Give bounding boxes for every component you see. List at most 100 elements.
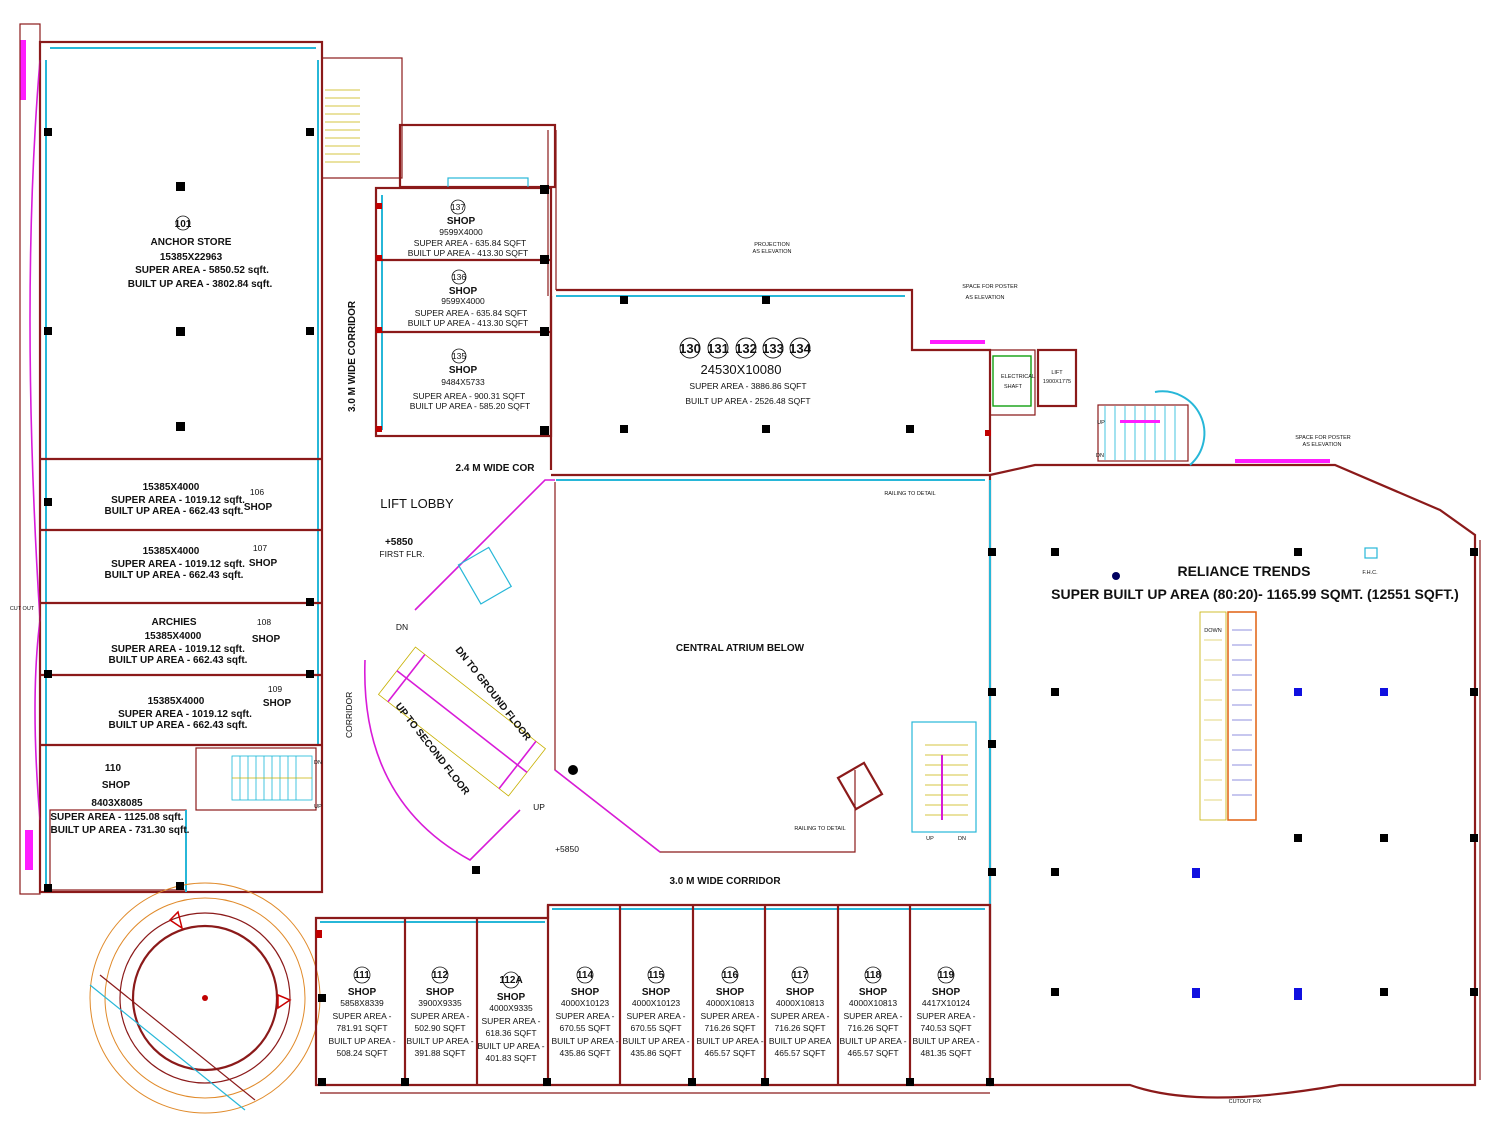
circular-ramp: [89, 882, 321, 1114]
escalator-down-label: DOWN: [1204, 628, 1221, 634]
room-106-name: SHOP: [244, 502, 273, 513]
room-135: 135 SHOP 9484X5733 SUPER AREA - 900.31 S…: [410, 348, 530, 411]
room-136-built: BUILT UP AREA - 413.30 SQFT: [408, 318, 528, 328]
shaft-label: SHAFT: [1004, 384, 1023, 390]
room-109-number: 109: [268, 684, 282, 694]
room-101-number-circle: [175, 215, 191, 231]
corridor-label: CORRIDOR: [344, 692, 354, 738]
shop-super-label: SUPER AREA -: [332, 1011, 391, 1021]
room-107-built: BUILT UP AREA - 662.43 sqft.: [105, 570, 244, 581]
room-130-number: 130: [679, 341, 701, 356]
room-108-number: 108: [257, 617, 271, 627]
shop-number-circle: [431, 966, 449, 984]
shop-dim: 4000X10813: [849, 998, 897, 1008]
shop-super-value: 502.90 SQFT: [414, 1023, 465, 1033]
room-106-number: 106: [250, 487, 264, 497]
room-110-number: 110: [105, 763, 122, 774]
room-108-dim: 15385X4000: [145, 631, 202, 642]
up-second-label: UP TO SECOND FLOOR: [393, 701, 472, 798]
room-101-dim: 15385X22963: [160, 252, 223, 263]
railing-2-label: RAILING TO DETAIL: [794, 826, 845, 832]
left-stair: [231, 755, 313, 801]
shop-number: 117: [792, 970, 809, 981]
room-107: 15385X4000 SUPER AREA - 1019.12 sqft. BU…: [105, 543, 278, 581]
shop-built-value: 465.57 SQFT: [704, 1048, 755, 1058]
cut-out-label: CUT OUT: [10, 606, 35, 612]
shop-built-label: BUILT UP AREA -: [406, 1036, 473, 1046]
shop-super-value: 618.36 SQFT: [485, 1028, 536, 1038]
shop-number: 114: [577, 970, 594, 981]
shop-name: SHOP: [716, 987, 745, 998]
shop-dim: 4000X9335: [489, 1003, 533, 1013]
room-137: 137 SHOP 9599X4000 SUPER AREA - 635.84 S…: [408, 199, 528, 258]
escalator-up-label: UP: [533, 802, 545, 812]
room-137-number: 137: [451, 202, 465, 212]
shop-dim: 5858X8339: [340, 998, 384, 1008]
shop-super-value: 670.55 SQFT: [559, 1023, 610, 1033]
shop-dim: 3900X9335: [418, 998, 462, 1008]
room-131-number: 131: [707, 341, 729, 356]
shop-built-label: BUILT UP AREA -: [551, 1036, 618, 1046]
room-133-number: 133: [762, 341, 784, 356]
shop-super-label: SUPER AREA -: [916, 1011, 975, 1021]
room-107-super: SUPER AREA - 1019.12 sqft.: [111, 559, 245, 570]
room-110-name: SHOP: [102, 780, 131, 791]
room-101-number: 101: [175, 219, 192, 230]
shop-number: 112: [432, 970, 449, 981]
shop-number-circle: [791, 966, 809, 984]
room-137-name: SHOP: [447, 216, 476, 227]
dn-ground-label: DN TO GROUND FLOOR: [453, 645, 534, 744]
electrical-label: ELECTRICAL: [1001, 374, 1035, 380]
shop-number-circle: [647, 966, 665, 984]
room-101-built: BUILT UP AREA - 3802.84 sqft.: [128, 279, 273, 290]
shop-number-circle: [721, 966, 739, 984]
room-136-super: SUPER AREA - 635.84 SQFT: [415, 308, 527, 318]
corridor-3m-bottom-label: 3.0 M WIDE CORRIDOR: [669, 876, 781, 887]
shop-number: 111: [354, 970, 370, 981]
poster-2a-label: SPACE FOR POSTER: [1295, 435, 1351, 441]
room-130-super: SUPER AREA - 3886.86 SQFT: [689, 381, 806, 391]
shop-built-value: 481.35 SQFT: [920, 1048, 971, 1058]
shop-super-value: 781.91 SQFT: [336, 1023, 387, 1033]
shop-built-value: 435.86 SQFT: [559, 1048, 610, 1058]
room-137-built: BUILT UP AREA - 413.30 SQFT: [408, 248, 528, 258]
room-108-name: SHOP: [252, 634, 281, 645]
reliance-trends: RELIANCE TRENDS SUPER BUILT UP AREA (80:…: [1051, 563, 1459, 634]
columns: [44, 128, 1478, 1086]
shop-name: SHOP: [859, 987, 888, 998]
shop-super-value: 716.26 SQFT: [847, 1023, 898, 1033]
shop-super-value: 670.55 SQFT: [630, 1023, 681, 1033]
shop-built-value: 391.88 SQFT: [414, 1048, 465, 1058]
room-130-dim: 24530X10080: [701, 362, 782, 377]
stair-dn-label: DN: [1096, 453, 1104, 459]
room-101: 101 ANCHOR STORE 15385X22963 SUPER AREA …: [128, 215, 273, 290]
room-101-super: SUPER AREA - 5850.52 sqft.: [135, 265, 269, 276]
room-108: ARCHIES 15385X4000 SUPER AREA - 1019.12 …: [109, 617, 281, 666]
room-101-name: ANCHOR STORE: [151, 237, 232, 248]
shop-built-label: BUILT UP AREA -: [328, 1036, 395, 1046]
shop-dim: 4000X10123: [561, 998, 609, 1008]
room-135-built: BUILT UP AREA - 585.20 SQFT: [410, 401, 530, 411]
shop-built-label: BUILT UP AREA -: [477, 1041, 544, 1051]
shop-name: SHOP: [932, 987, 961, 998]
room-135-super: SUPER AREA - 900.31 SQFT: [413, 391, 525, 401]
room-108-built: BUILT UP AREA - 662.43 sqft.: [109, 655, 248, 666]
shop-number-circle: [353, 966, 371, 984]
shop-number-circle: [576, 966, 594, 984]
room-107-dim: 15385X4000: [143, 546, 200, 557]
misc-labels: 3.0 M WIDE CORRIDOR 2.4 M WIDE COR LIFT …: [10, 242, 1351, 1105]
shop-super-label: SUPER AREA -: [843, 1011, 902, 1021]
upper-middle-walls: [321, 57, 557, 438]
room-135-number: 135: [452, 351, 466, 361]
escalator-dn-label: DN: [396, 622, 408, 632]
reliance-area: SUPER BUILT UP AREA (80:20)- 1165.99 SQM…: [1051, 586, 1459, 602]
room-109: 15385X4000 SUPER AREA - 1019.12 sqft. BU…: [109, 684, 292, 731]
fhc-label: F.H.C.: [1362, 570, 1378, 576]
cutout-bottom-label: CUTOUT FIX: [1229, 1099, 1262, 1105]
shop-super-label: SUPER AREA -: [700, 1011, 759, 1021]
